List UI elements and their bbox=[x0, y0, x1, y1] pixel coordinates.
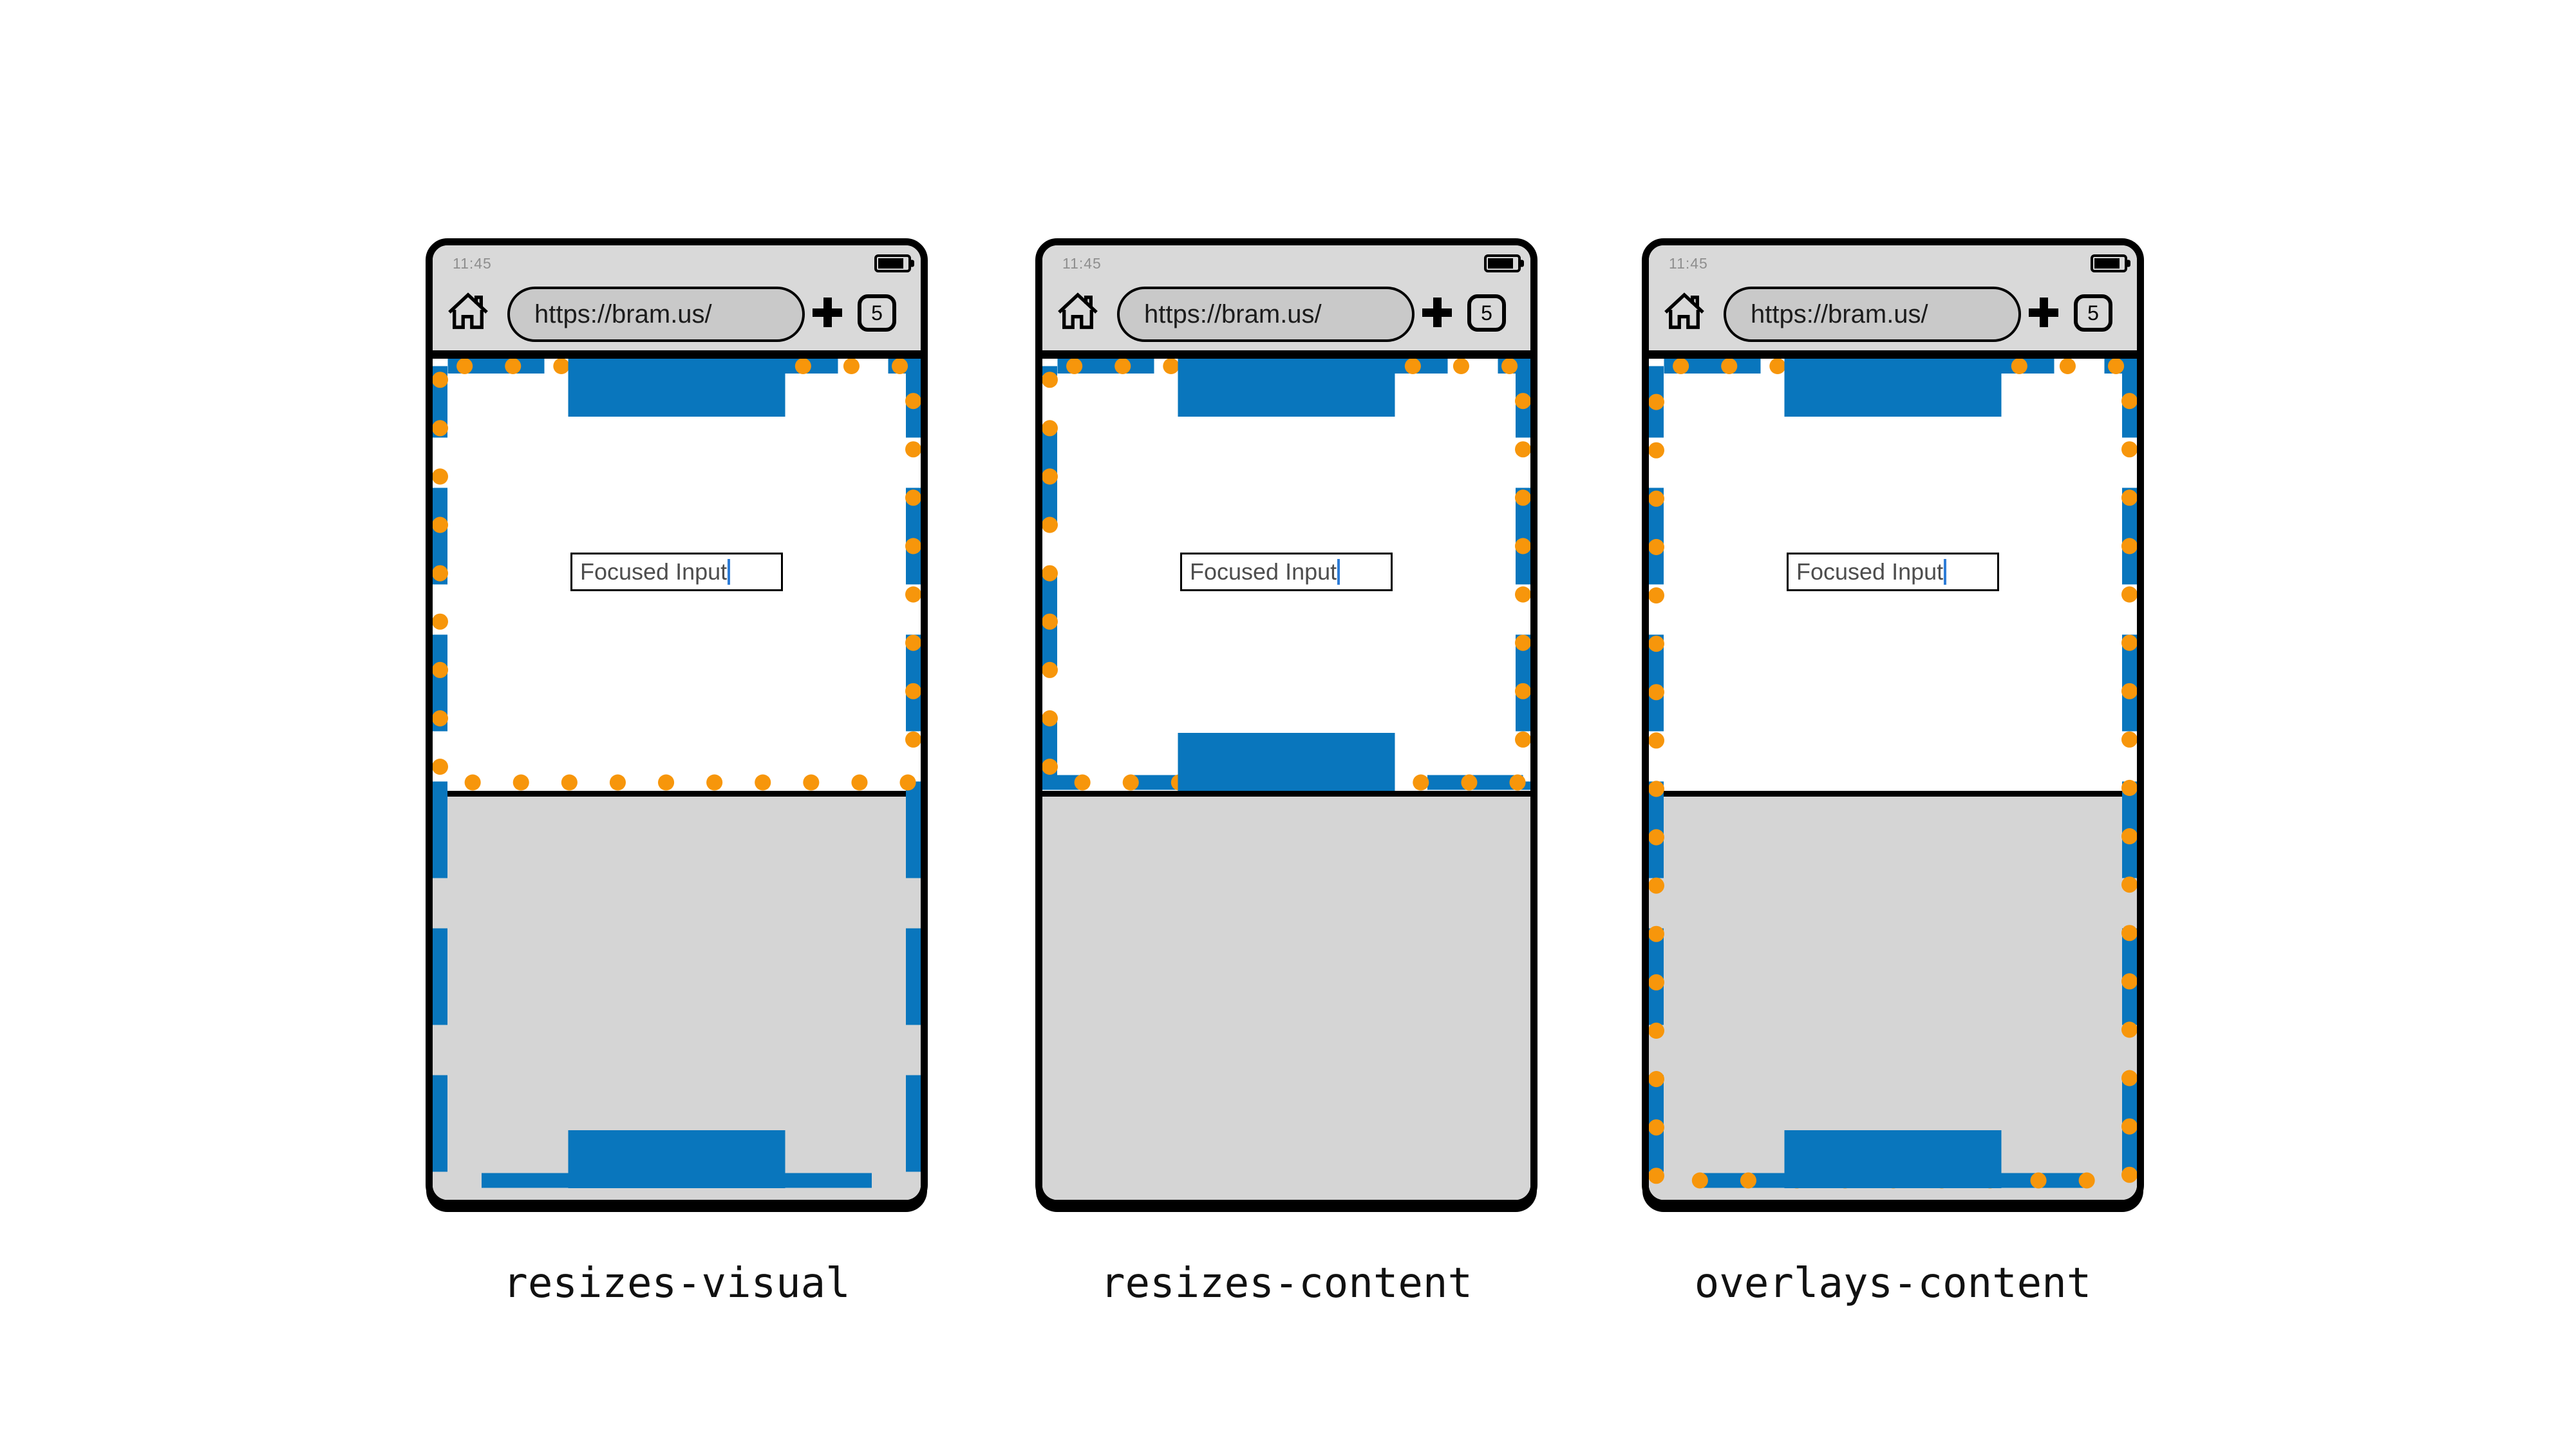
page-footer-block bbox=[1784, 1130, 2002, 1188]
new-tab-icon[interactable] bbox=[1422, 298, 1452, 327]
viewport-overlay bbox=[1042, 359, 1530, 791]
url-bar[interactable]: https://bram.us/ bbox=[1724, 287, 2021, 342]
url-bar[interactable]: https://bram.us/ bbox=[507, 287, 805, 342]
focused-input[interactable]: Focused Input bbox=[1787, 553, 1999, 591]
visual-viewport-border bbox=[433, 359, 921, 791]
home-icon[interactable] bbox=[447, 292, 489, 330]
battery-fill bbox=[1488, 258, 1513, 269]
chrome-divider bbox=[1042, 350, 1530, 359]
page-viewport: Focused Input bbox=[433, 359, 921, 1200]
page-header-block bbox=[1178, 359, 1395, 417]
phone-mockup-overlays-content: 11:45 https://bram.us/ 5 Focused bbox=[1642, 238, 2144, 1207]
page-header-block bbox=[568, 359, 785, 417]
keyboard-divider bbox=[1649, 791, 2137, 797]
focused-input[interactable]: Focused Input bbox=[1180, 553, 1393, 591]
tab-counter[interactable]: 5 bbox=[2074, 294, 2112, 332]
caption-overlays-content: overlays-content bbox=[1694, 1260, 2092, 1307]
new-tab-icon[interactable] bbox=[2029, 298, 2058, 327]
visual-viewport-border bbox=[1649, 359, 2137, 1189]
tab-counter[interactable]: 5 bbox=[1467, 294, 1506, 332]
phone-mockup-resizes-visual: 11:45 https://bram.us/ 5 Focused bbox=[426, 238, 928, 1207]
home-icon[interactable] bbox=[1057, 292, 1099, 330]
browser-chrome: 11:45 https://bram.us/ 5 bbox=[1042, 245, 1530, 350]
input-text: Focused Input bbox=[580, 558, 728, 585]
chrome-divider bbox=[1649, 350, 2137, 359]
caption-resizes-content: resizes-content bbox=[1100, 1260, 1472, 1307]
visual-viewport-border bbox=[1042, 359, 1530, 791]
layout-viewport-border bbox=[433, 359, 921, 1188]
browser-chrome: 11:45 https://bram.us/ 5 bbox=[433, 245, 921, 350]
battery-icon bbox=[874, 254, 914, 272]
battery-fill bbox=[2094, 258, 2120, 269]
input-text: Focused Input bbox=[1190, 558, 1337, 585]
battery-icon bbox=[2091, 254, 2130, 272]
battery-icon bbox=[1484, 254, 1524, 272]
page-footer-block bbox=[568, 1130, 785, 1188]
phone-mockup-resizes-content: 11:45 https://bram.us/ 5 Focused bbox=[1035, 238, 1537, 1207]
url-bar[interactable]: https://bram.us/ bbox=[1117, 287, 1415, 342]
focused-input[interactable]: Focused Input bbox=[570, 553, 783, 591]
page-viewport: Focused Input bbox=[1042, 359, 1530, 1200]
viewport-overlay bbox=[433, 359, 921, 1188]
battery-nub bbox=[910, 260, 914, 267]
text-caret bbox=[728, 559, 731, 585]
new-tab-icon[interactable] bbox=[813, 298, 842, 327]
caption-resizes-visual: resizes-visual bbox=[503, 1260, 851, 1307]
url-text: https://bram.us/ bbox=[1144, 300, 1322, 328]
battery-nub bbox=[2127, 260, 2130, 267]
status-time: 11:45 bbox=[1062, 255, 1102, 272]
keyboard-divider bbox=[433, 791, 921, 797]
browser-chrome: 11:45 https://bram.us/ 5 bbox=[1649, 245, 2137, 350]
battery-fill bbox=[878, 258, 903, 269]
viewport-overlay bbox=[1649, 359, 2137, 1189]
battery-nub bbox=[1520, 260, 1524, 267]
layout-viewport-border bbox=[1649, 359, 2137, 1188]
status-time: 11:45 bbox=[453, 255, 492, 272]
status-time: 11:45 bbox=[1669, 255, 1708, 272]
page-footer-block bbox=[1178, 733, 1395, 791]
url-text: https://bram.us/ bbox=[534, 300, 712, 328]
page-viewport: Focused Input bbox=[1649, 359, 2137, 1200]
chrome-divider bbox=[433, 350, 921, 359]
page-header-block bbox=[1784, 359, 2002, 417]
input-text: Focused Input bbox=[1796, 558, 1944, 585]
virtual-keyboard bbox=[1042, 797, 1530, 1200]
keyboard-divider bbox=[1042, 791, 1530, 797]
tab-counter[interactable]: 5 bbox=[858, 294, 896, 332]
text-caret bbox=[1337, 559, 1340, 585]
home-icon[interactable] bbox=[1663, 292, 1706, 330]
url-text: https://bram.us/ bbox=[1751, 300, 1928, 328]
text-caret bbox=[1944, 559, 1947, 585]
